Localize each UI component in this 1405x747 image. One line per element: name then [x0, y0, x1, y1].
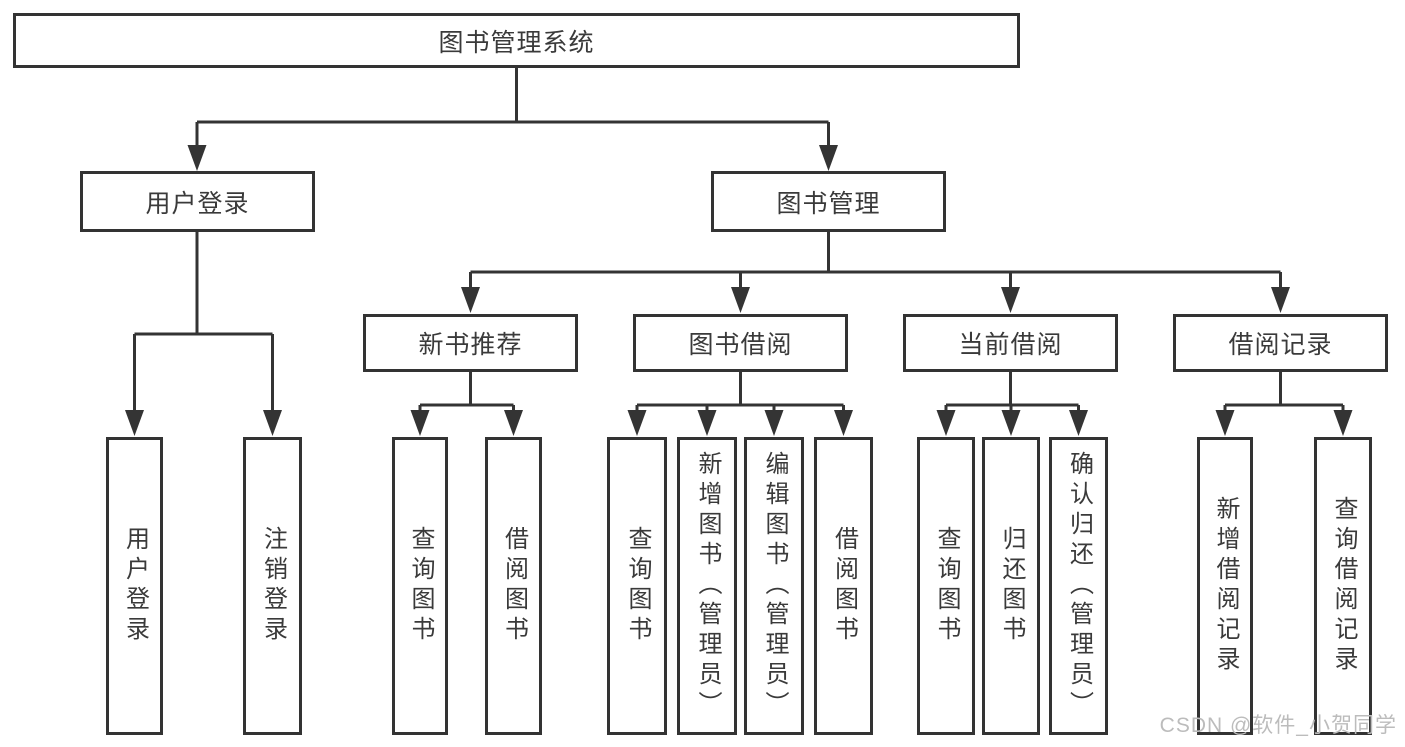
- leaf-label: 编辑图书（管理员）: [761, 451, 788, 721]
- leaf-query-books-borrow: 查询图书: [607, 437, 667, 735]
- node-borrow-records: 借阅记录: [1173, 314, 1388, 372]
- node-new-book-recommend: 新书推荐: [363, 314, 578, 372]
- node-user-login: 用户登录: [80, 171, 315, 232]
- node-root-system: 图书管理系统: [13, 13, 1020, 68]
- leaf-query-borrow-record: 查询借阅记录: [1314, 437, 1372, 735]
- leaf-add-books-admin: 新增图书（管理员）: [677, 437, 737, 735]
- leaf-query-books-recommend: 查询图书: [392, 437, 448, 735]
- csdn-watermark: CSDN @软件_小贺同学: [1159, 714, 1397, 737]
- leaf-label: 查询图书: [933, 526, 960, 646]
- leaf-user-login: 用户登录: [106, 437, 163, 735]
- leaf-label: 查询图书: [624, 526, 651, 646]
- leaf-return-books: 归还图书: [982, 437, 1040, 735]
- leaf-confirm-return-admin: 确认归还（管理员）: [1049, 437, 1108, 735]
- leaf-label: 新增借阅记录: [1212, 496, 1239, 676]
- node-current-borrow: 当前借阅: [903, 314, 1118, 372]
- leaf-borrow-books-recommend: 借阅图书: [485, 437, 542, 735]
- node-book-management: 图书管理: [711, 171, 946, 232]
- leaf-label: 查询图书: [407, 526, 434, 646]
- leaf-label: 借阅图书: [830, 526, 858, 646]
- leaf-add-borrow-record: 新增借阅记录: [1197, 437, 1253, 735]
- leaf-label: 用户登录: [121, 526, 149, 646]
- leaf-label: 查询借阅记录: [1330, 496, 1357, 676]
- leaf-label: 借阅图书: [500, 526, 528, 646]
- leaf-edit-books-admin: 编辑图书（管理员）: [744, 437, 804, 735]
- leaf-label: 确认归还（管理员）: [1065, 451, 1093, 721]
- leaf-query-books-current: 查询图书: [917, 437, 975, 735]
- leaf-label: 归还图书: [998, 526, 1025, 646]
- node-book-borrow: 图书借阅: [633, 314, 848, 372]
- leaf-borrow-books: 借阅图书: [814, 437, 873, 735]
- leaf-label: 新增图书（管理员）: [694, 451, 721, 721]
- leaf-label: 注销登录: [259, 526, 287, 646]
- leaf-logout: 注销登录: [243, 437, 302, 735]
